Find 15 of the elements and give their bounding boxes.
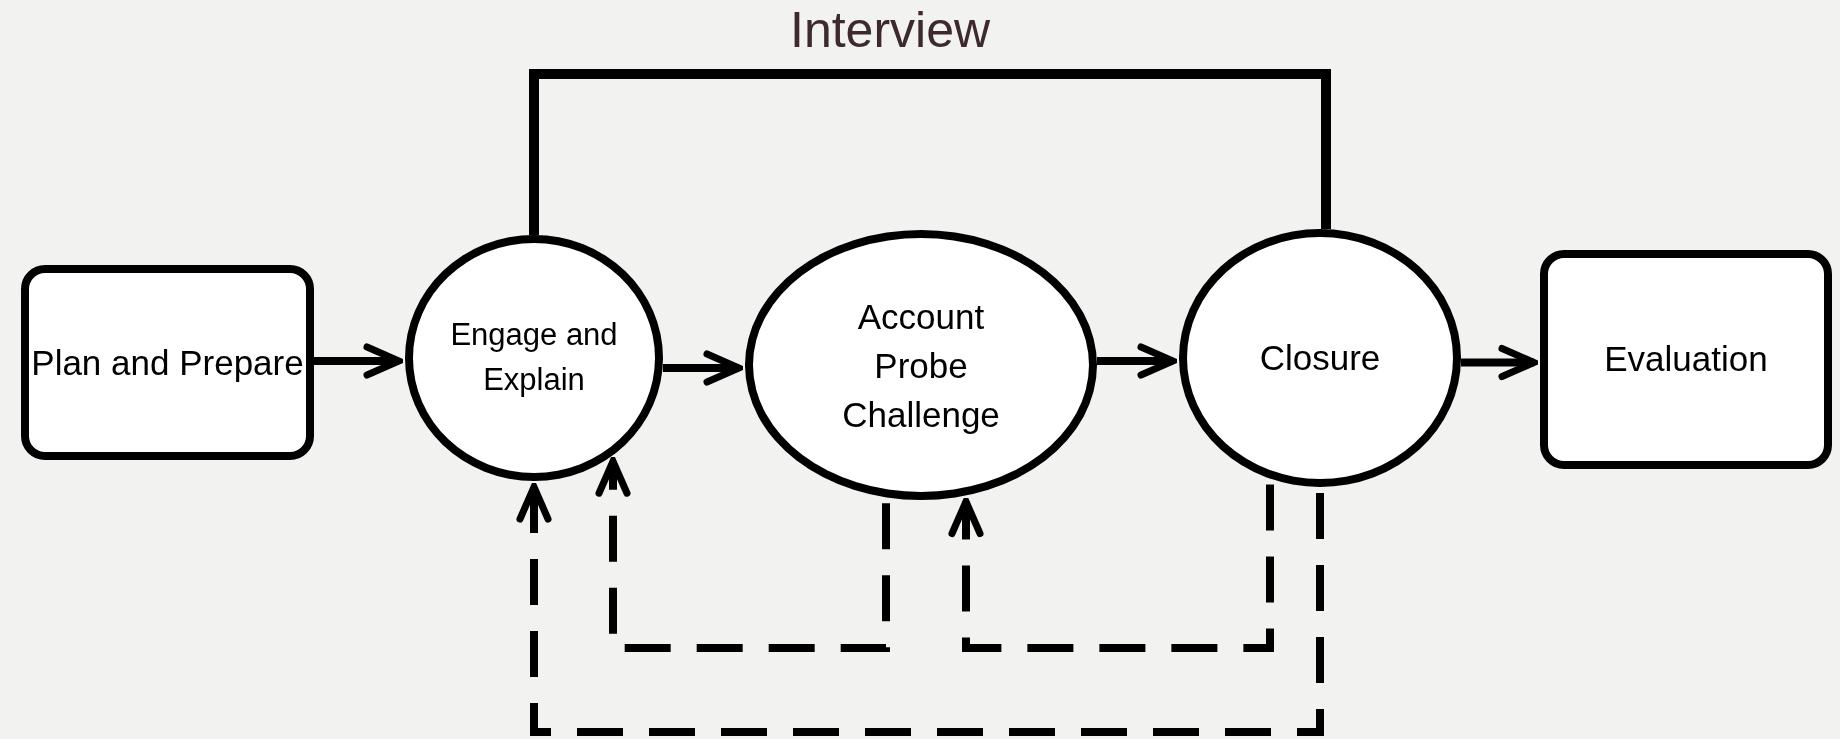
arrow	[1097, 343, 1177, 379]
bracket-label: Interview	[790, 1, 991, 60]
node-label: Account Probe Challenge	[841, 295, 1001, 436]
node-label: Engage and Explain	[449, 316, 619, 399]
dashed-arrow	[516, 483, 1324, 736]
dashed-arrow	[948, 484, 1274, 652]
arrow	[1461, 345, 1538, 380]
dashed-arrow	[595, 457, 890, 652]
rounded-box	[1540, 250, 1832, 469]
arrow	[663, 350, 743, 386]
node-label: Plan and Prepare	[31, 342, 304, 384]
node-label: Evaluation	[1604, 338, 1768, 381]
node-label: Closure	[1259, 336, 1381, 379]
rounded-box	[21, 265, 314, 460]
arrow	[314, 343, 403, 379]
